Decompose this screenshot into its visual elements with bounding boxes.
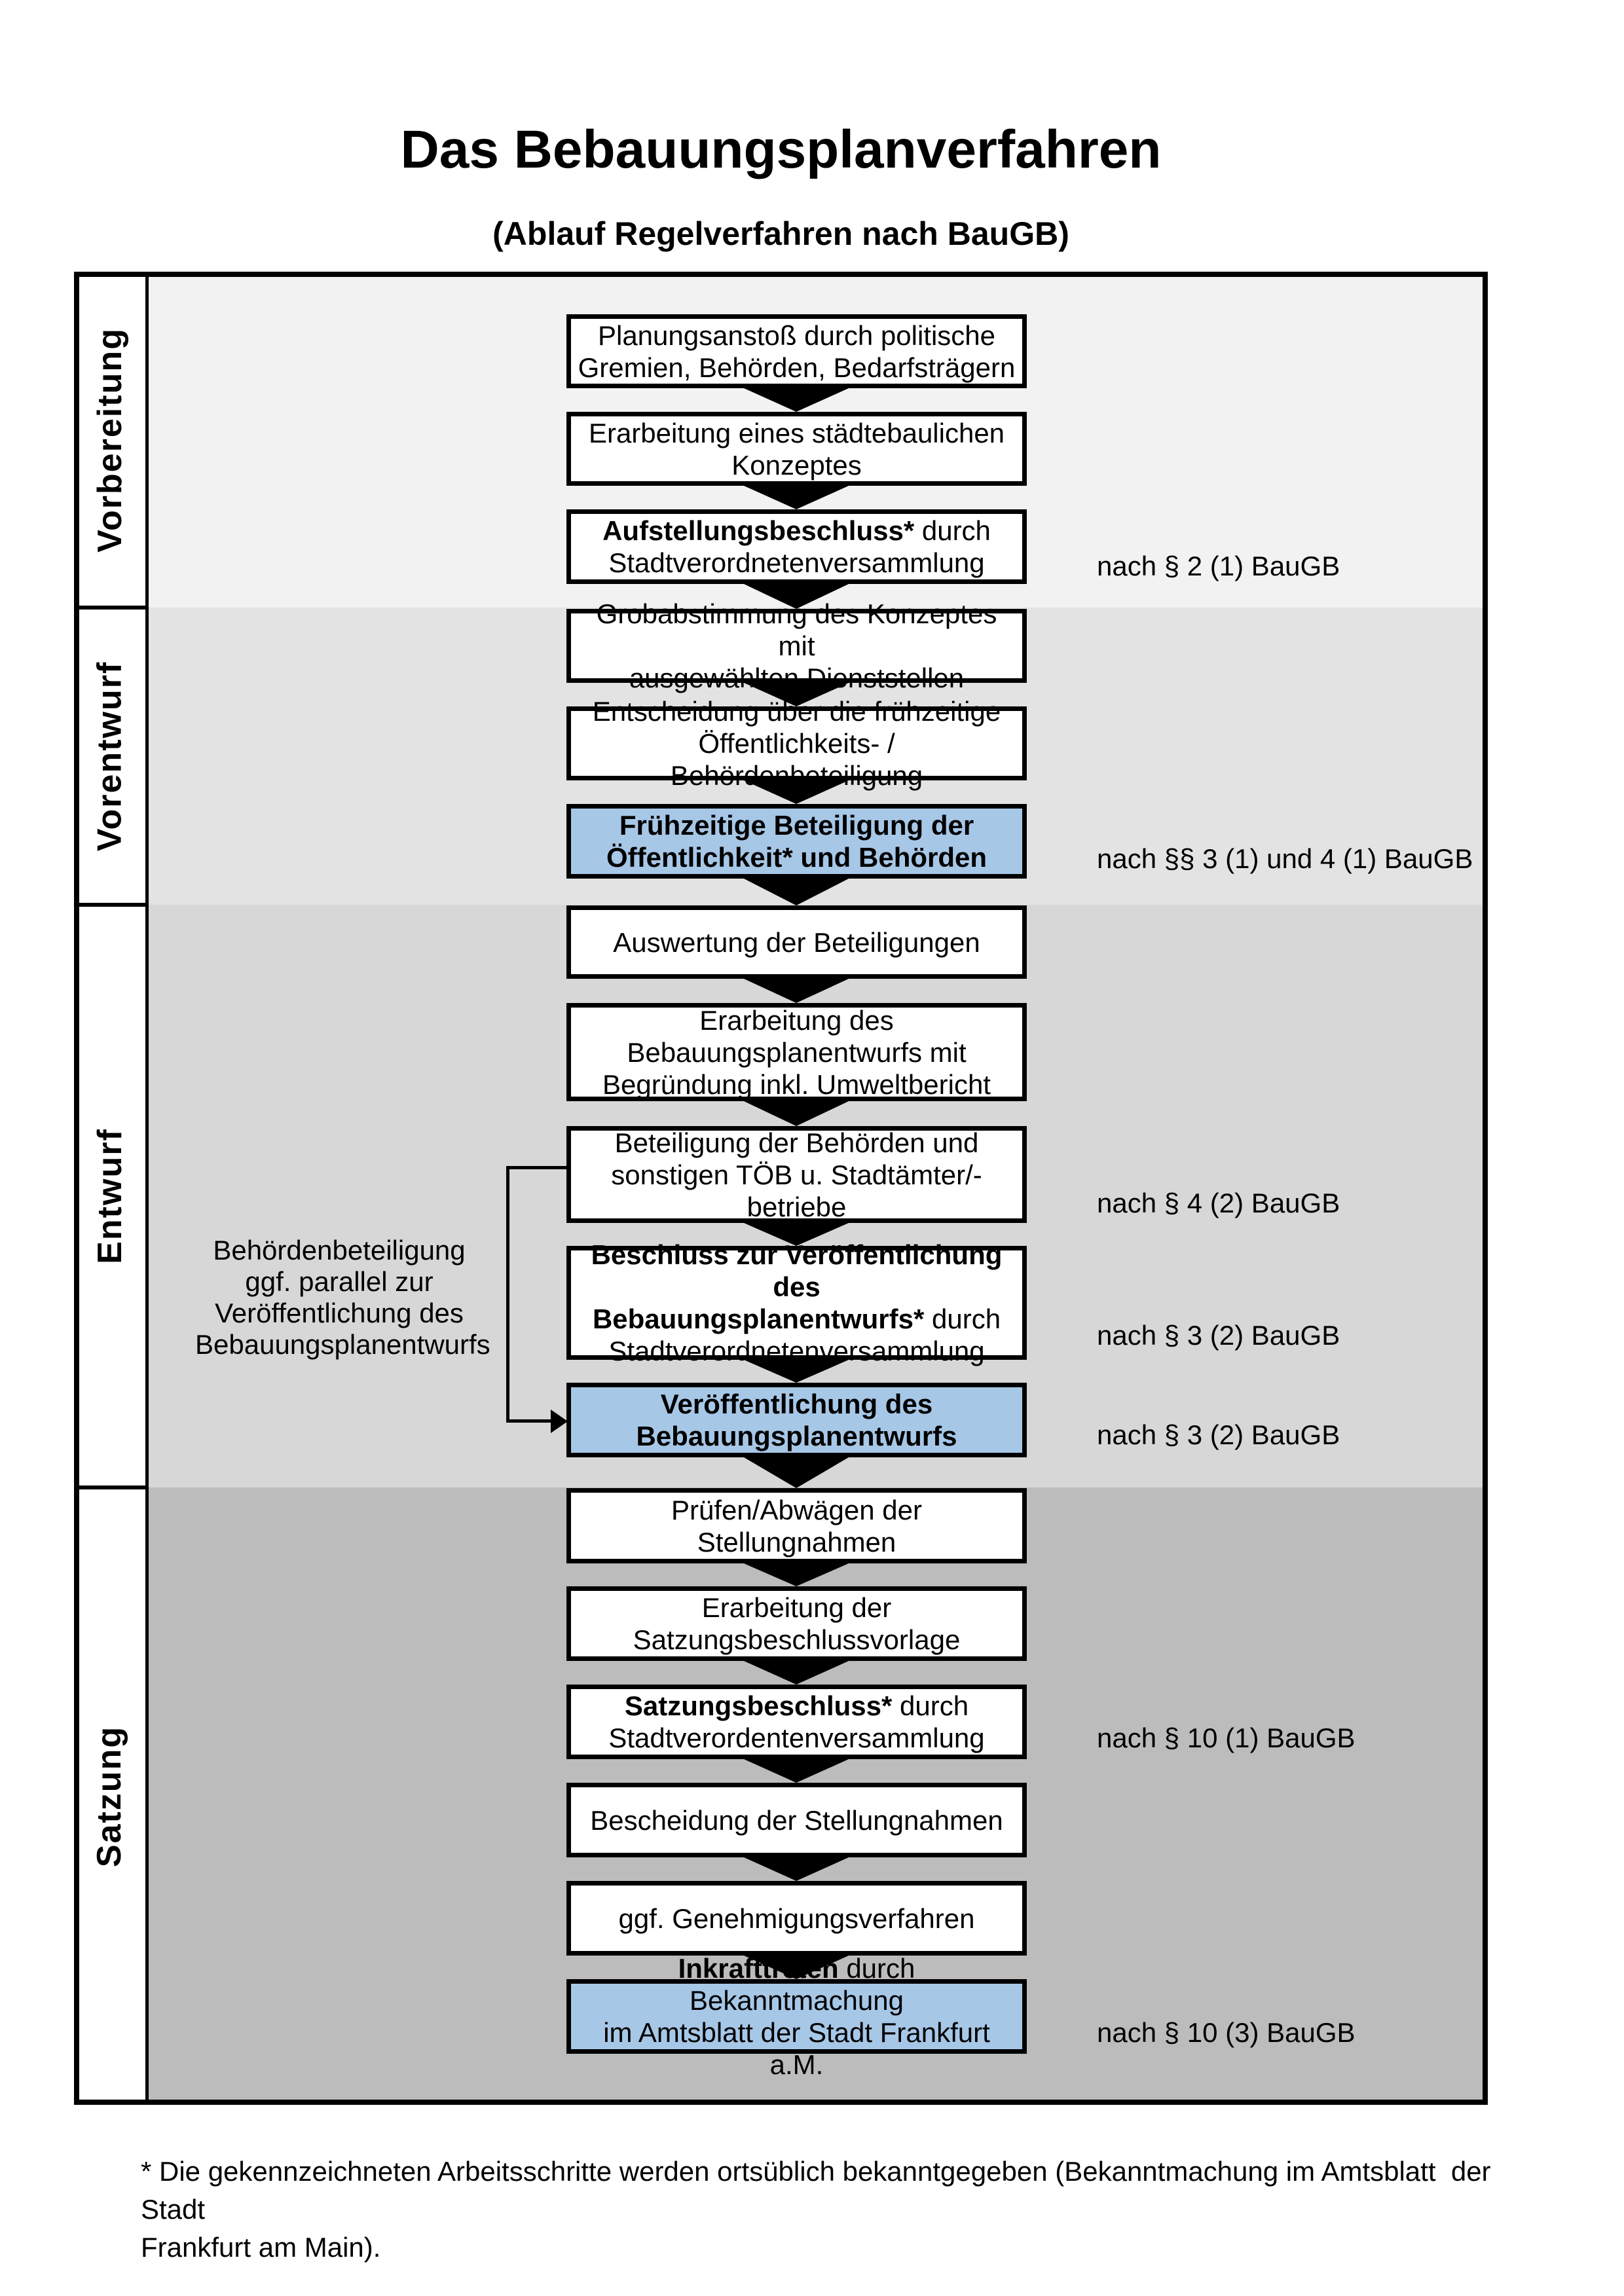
phase-label-vorentwurf: Vorentwurf (90, 661, 129, 852)
flow-arrow-down-icon (744, 1101, 849, 1126)
flow-box-behoerdenbeteiligung: Beteiligung der Behörden und sonstigen T… (566, 1126, 1027, 1223)
flow-box-auswertung: Auswertung der Beteiligungen (566, 905, 1027, 979)
side-note-parallel-behoerdenbeteiligung: Behördenbeteiligung ggf. parallel zur Ve… (195, 1235, 490, 1360)
flow-box-entscheidung-beteiligung: Entscheidung über die frühzeitige Öffent… (566, 696, 1027, 791)
legal-ref-satzungsbeschluss: nach § 10 (1) BauGB (1097, 1722, 1356, 1753)
flow-box-beschluss-veroeffentlichung: Beschluss zur Veröffentlichung des Bebau… (566, 1239, 1027, 1366)
flow-arrow-down-icon (744, 388, 849, 412)
flow-box-genehmigungsverfahren: ggf. Genehmigungsverfahren (566, 1881, 1027, 1956)
footnote: * Die gekennzeichneten Arbeitsschritte w… (141, 2156, 1491, 2263)
flow-box-bescheidung: Bescheidung der Stellungnahmen (566, 1783, 1027, 1857)
flow-arrow-down-icon (744, 1759, 849, 1783)
bracket-line-vertical (506, 1166, 509, 1423)
flow-arrow-down-icon (744, 584, 849, 609)
flow-arrow-down-icon (744, 780, 849, 804)
flow-box-satzungsbeschlussvorlage: Erarbeitung der Satzungsbeschlussvorlage (566, 1586, 1027, 1661)
flow-box-veroeffentlichung: Veröffentlichung des Bebauungsplanentwur… (566, 1383, 1027, 1457)
flow-box-staedtebauliches-konzept: Erarbeitung eines städtebaulichen Konzep… (566, 412, 1027, 486)
phase-label-entwurf: Entwurf (90, 1128, 129, 1264)
flow-arrow-down-icon (744, 683, 849, 706)
flow-box-grobabstimmung: Grobabstimmung des Konzeptes mit ausgewä… (566, 598, 1027, 693)
flow-arrow-down-icon (744, 486, 849, 509)
flow-box-fruehzeitige-beteiligung: Frühzeitige Beteiligung der Öffentlichke… (566, 804, 1027, 879)
legal-ref-fruehzeitige-beteiligung: nach §§ 3 (1) und 4 (1) BauGB (1097, 843, 1473, 874)
legal-ref-inkrafttreten: nach § 10 (3) BauGB (1097, 2017, 1356, 2048)
bracket-arrow-right-icon (551, 1410, 568, 1433)
legal-ref-beschluss-veroeffentlichung: nach § 3 (2) BauGB (1097, 1320, 1340, 1351)
legal-ref-behoerdenbeteiligung: nach § 4 (2) BauGB (1097, 1188, 1340, 1218)
bracket-line-bottom (506, 1419, 552, 1423)
flow-box-planungsanstoss: Planungsanstoß durch politische Gremien,… (566, 314, 1027, 388)
flow-box-inkrafttreten: Inkrafttreten durch Bekanntmachung im Am… (566, 1953, 1027, 2080)
flow-arrow-down-icon (744, 979, 849, 1003)
flow-arrow-down-icon (744, 1223, 849, 1246)
flow-arrow-down-icon (744, 1457, 849, 1488)
phase-label-vorbereitung: Vorbereitung (90, 327, 129, 553)
legal-ref-aufstellungsbeschluss: nach § 2 (1) BauGB (1097, 551, 1340, 581)
sidebar-vertical-divider (145, 272, 149, 2105)
flow-arrow-down-icon (744, 1956, 849, 1979)
flow-arrow-down-icon (744, 1360, 849, 1383)
flow-arrow-down-icon (744, 1661, 849, 1685)
page-subtitle: (Ablauf Regelverfahren nach BauGB) (492, 215, 1069, 252)
flow-box-erarbeitung-entwurf: Erarbeitung des Bebauungsplanentwurfs mi… (566, 1003, 1027, 1101)
flow-arrow-down-icon (744, 879, 849, 905)
flow-box-pruefen-abwaegen: Prüfen/Abwägen der Stellungnahmen (566, 1488, 1027, 1563)
bracket-line-top (506, 1166, 566, 1169)
flow-arrow-down-icon (744, 1857, 849, 1881)
sidebar-divider-1 (74, 606, 149, 610)
sidebar-divider-3 (74, 1485, 149, 1489)
sidebar-divider-2 (74, 903, 149, 907)
phase-label-satzung: Satzung (90, 1725, 129, 1867)
flow-arrow-down-icon (744, 1563, 849, 1586)
page-title: Das Bebauungsplanverfahren (400, 120, 1162, 179)
flow-box-aufstellungsbeschluss: Aufstellungsbeschluss* durch Stadtverord… (566, 509, 1027, 584)
legal-ref-veroeffentlichung: nach § 3 (2) BauGB (1097, 1419, 1340, 1450)
flow-box-satzungsbeschluss: Satzungsbeschluss* durch Stadtverordente… (566, 1685, 1027, 1759)
